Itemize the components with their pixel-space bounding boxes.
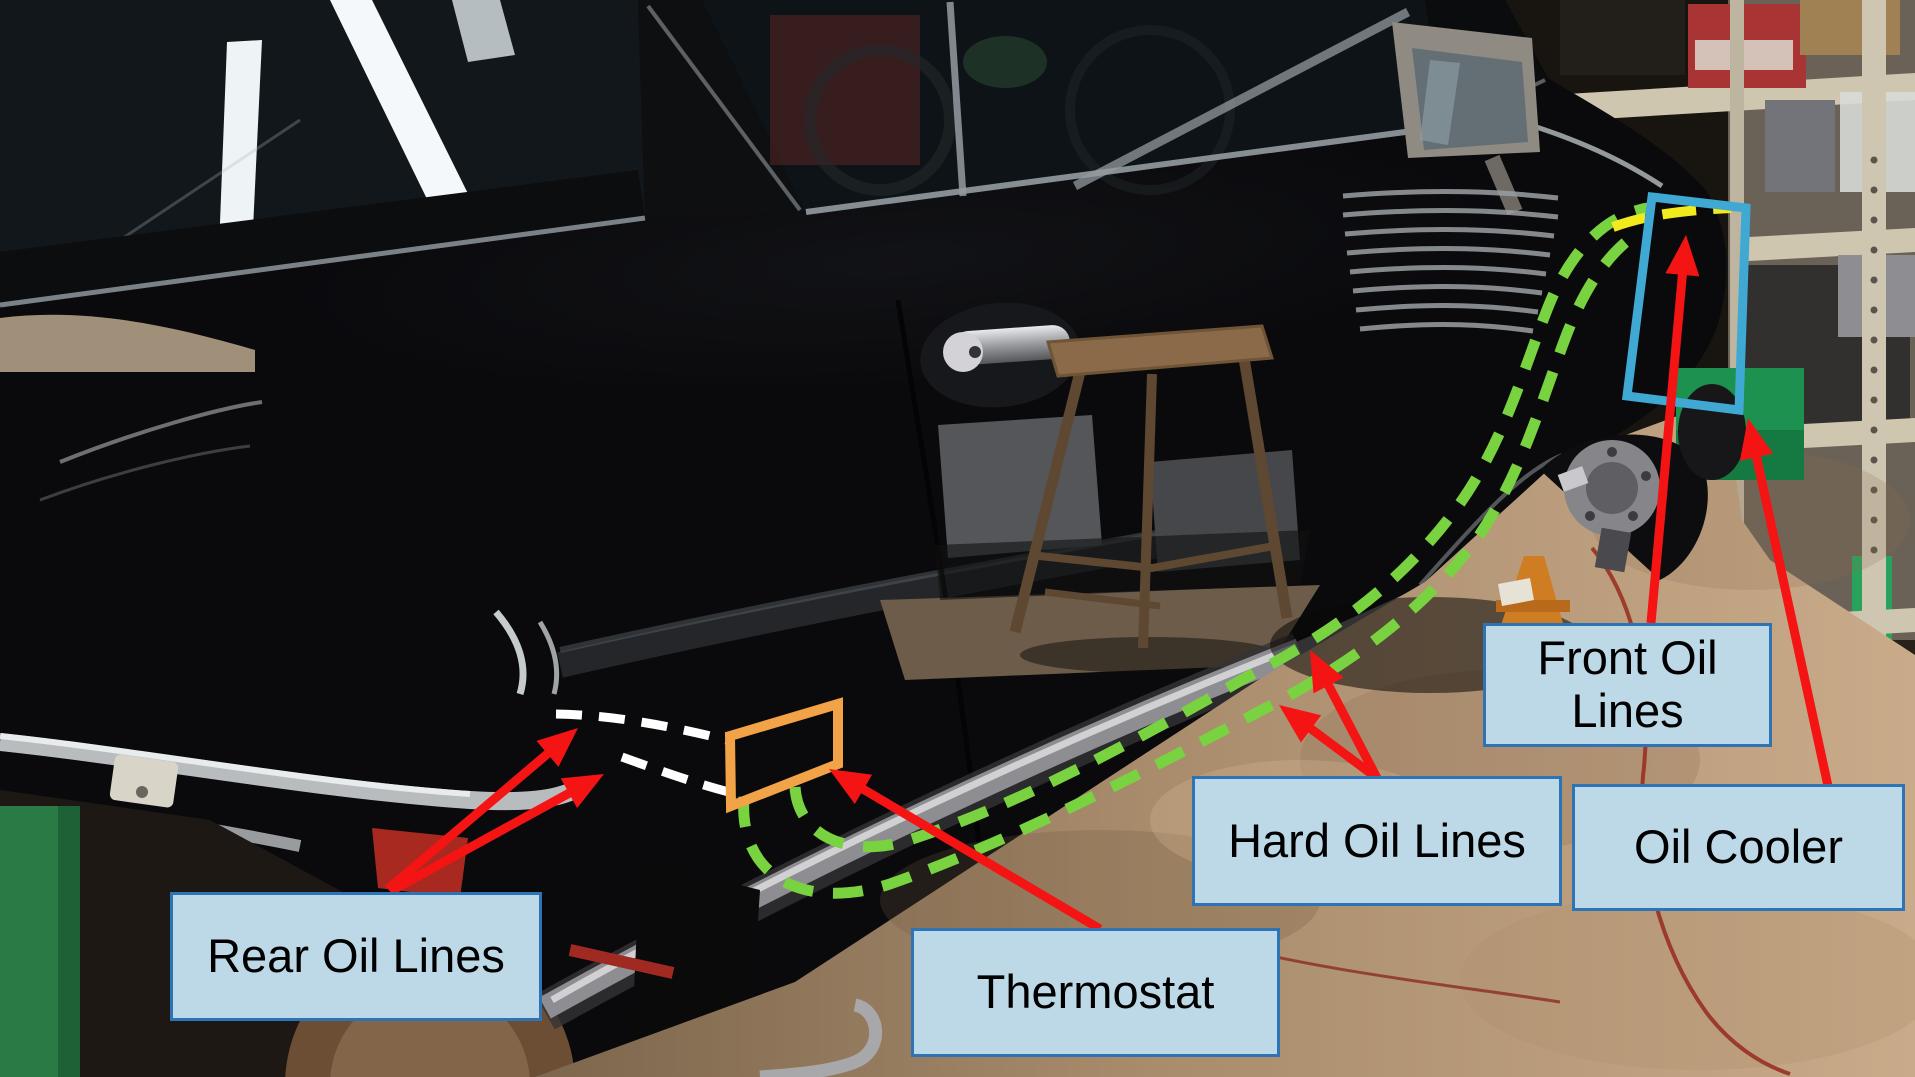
light-reflection bbox=[219, 40, 262, 250]
side-mirror bbox=[1392, 22, 1540, 216]
hard-oil-lines-arrow-2-head bbox=[1279, 705, 1322, 743]
label-front-oil-lines-text: Front Oil Lines bbox=[1537, 631, 1718, 737]
vent-window-divider bbox=[946, 1, 967, 197]
window-sill bbox=[805, 123, 1451, 215]
hard-oil-line-green-upper bbox=[789, 201, 1655, 853]
thermostat-arrow-head bbox=[829, 769, 873, 804]
label-rear-oil-lines-text: Rear Oil Lines bbox=[207, 929, 505, 983]
rear-oil-lines-arrow-2-head bbox=[560, 774, 604, 809]
label-hard-oil-lines: Hard Oil Lines bbox=[1192, 776, 1562, 906]
orange-jack-stand bbox=[1496, 556, 1570, 634]
paint-reflection bbox=[493, 609, 527, 696]
oil-cooler-arrow-head bbox=[1739, 418, 1774, 461]
metal-pipe bbox=[759, 998, 883, 1077]
oil-cooler-arrow bbox=[1750, 450, 1833, 787]
rear-quarter-window bbox=[0, 0, 646, 372]
label-thermostat-text: Thermostat bbox=[976, 965, 1215, 1019]
hard-oil-lines-arrow-1-head bbox=[1310, 650, 1344, 694]
roll-bar-reflection bbox=[1072, 8, 1411, 190]
tan-seat bbox=[0, 314, 255, 372]
hard-oil-line-green-lower bbox=[738, 226, 1644, 899]
label-hard-oil-lines-text: Hard Oil Lines bbox=[1228, 813, 1526, 867]
white-rag bbox=[1498, 578, 1534, 606]
thermostat-arrow bbox=[855, 782, 1103, 933]
rear-oil-lines-arrow-1-head bbox=[536, 728, 578, 767]
label-rear-oil-lines: Rear Oil Lines bbox=[170, 892, 542, 1021]
hard-oil-lines-arrow-2 bbox=[1303, 721, 1380, 782]
hard-oil-lines-arrow-1 bbox=[1321, 678, 1381, 781]
thermostat-outline bbox=[724, 697, 843, 814]
rear-oil-line-white-lower bbox=[620, 752, 735, 798]
bicycle-wheel bbox=[804, 44, 956, 196]
oil-cooler-outline bbox=[1621, 192, 1751, 416]
door-handle bbox=[920, 302, 1080, 408]
front-oil-lines-arrow bbox=[1646, 268, 1688, 624]
rear-oil-lines-arrow-1 bbox=[385, 746, 555, 893]
fender-louvers bbox=[1342, 189, 1559, 334]
gray-bin bbox=[1765, 100, 1835, 192]
b-pillar bbox=[638, 0, 810, 218]
label-oil-cooler-text: Oil Cooler bbox=[1634, 820, 1843, 874]
front-oil-lines-arrow-head bbox=[1665, 235, 1700, 277]
rear-oil-lines-arrow-2 bbox=[388, 786, 577, 895]
red-handle bbox=[568, 944, 675, 979]
bumper-bracket bbox=[109, 754, 179, 808]
door-window bbox=[702, 0, 1451, 215]
label-front-oil-lines: Front Oil Lines bbox=[1483, 623, 1772, 747]
stool-seat bbox=[1046, 324, 1274, 378]
shelf-post bbox=[1862, 0, 1886, 700]
wooden-stool bbox=[1009, 324, 1293, 673]
light-reflection bbox=[330, 0, 487, 236]
red-toolchest-reflection bbox=[770, 15, 920, 165]
label-thermostat: Thermostat bbox=[911, 928, 1280, 1057]
rear-oil-line-white-upper bbox=[555, 709, 733, 746]
label-oil-cooler: Oil Cooler bbox=[1572, 784, 1905, 911]
storage-box bbox=[1560, 0, 1685, 75]
front-oil-line-yellow bbox=[1611, 203, 1732, 232]
